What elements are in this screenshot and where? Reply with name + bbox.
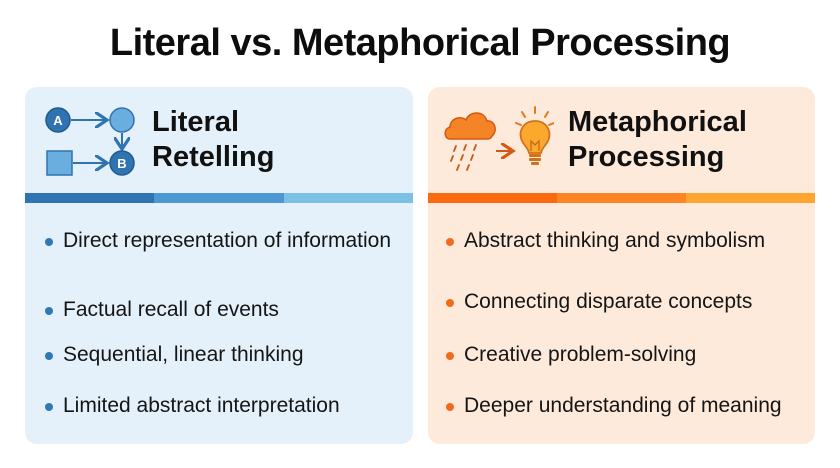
panel-header: Metaphorical Processing bbox=[428, 87, 815, 193]
accent-bar-segment bbox=[154, 193, 284, 203]
bullet-icon bbox=[446, 352, 454, 360]
accent-bar-segment bbox=[283, 193, 413, 203]
accent-bar-segment bbox=[557, 193, 686, 203]
bullet-icon bbox=[446, 238, 454, 246]
svg-text:B: B bbox=[117, 156, 126, 171]
bullet-icon bbox=[446, 403, 454, 411]
bullet-icon bbox=[446, 299, 454, 307]
bullet-icon bbox=[45, 238, 53, 246]
panel-heading: Literal Retelling bbox=[152, 105, 274, 175]
bullet-icon bbox=[45, 307, 53, 315]
cloud-to-lightbulb-icon bbox=[442, 101, 555, 181]
rain-cloud-icon bbox=[444, 112, 496, 171]
literal-retelling-panel: A B Literal Retelling bbox=[25, 87, 413, 444]
panel-heading: Metaphorical Processing bbox=[568, 105, 747, 175]
accent-bar-segment bbox=[25, 193, 155, 203]
metaphorical-processing-panel: Metaphorical Processing Abstract thinkin… bbox=[428, 87, 815, 444]
accent-bar bbox=[428, 193, 815, 203]
bullet-icon bbox=[45, 403, 53, 411]
page-title: Literal vs. Metaphorical Processing bbox=[109, 22, 731, 64]
accent-bar bbox=[25, 193, 413, 203]
accent-bar-segment bbox=[428, 193, 557, 203]
heading-line-2: Processing bbox=[568, 141, 725, 173]
bullet-icon bbox=[45, 352, 53, 360]
accent-bar-segment bbox=[686, 193, 815, 203]
heading-line-1: Metaphorical bbox=[568, 106, 747, 138]
heading-line-2: Retelling bbox=[152, 141, 275, 173]
panel-header: A B Literal Retelling bbox=[25, 87, 413, 193]
flow-diagram-icon: A B bbox=[43, 101, 143, 181]
heading-line-1: Literal bbox=[152, 106, 240, 138]
lightbulb-icon bbox=[515, 106, 555, 165]
svg-text:A: A bbox=[53, 113, 63, 128]
